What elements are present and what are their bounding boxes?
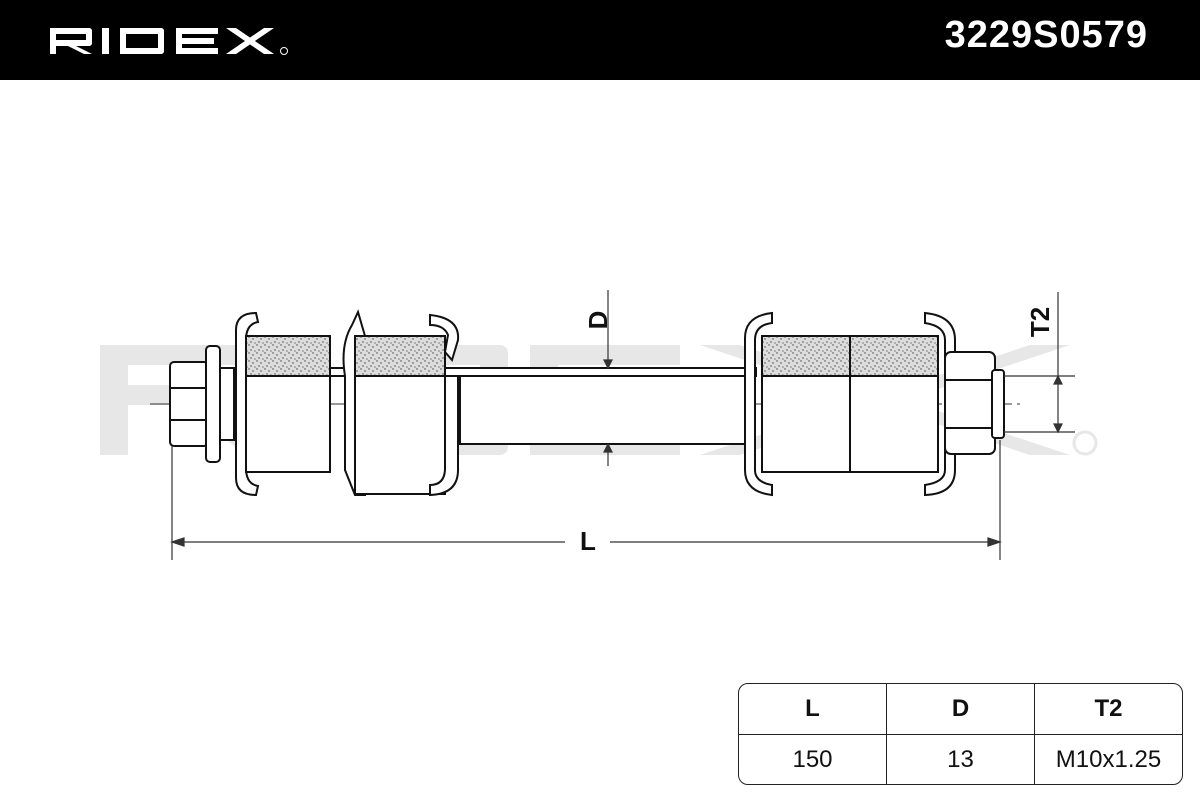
left-bushing-outer <box>235 311 331 497</box>
dimension-t2 <box>1004 292 1075 434</box>
part-number: 3229S0579 <box>944 14 1148 56</box>
header-bar: 3229S0579 <box>0 0 1200 80</box>
dimension-t2-label: T2 <box>1025 307 1055 337</box>
left-bushing-inner <box>342 309 460 497</box>
dimension-d-label: D <box>583 311 613 330</box>
spec-table: L D T2 150 13 M10x1.25 <box>738 683 1183 785</box>
ridex-logo <box>50 28 288 55</box>
dimension-l-label: L <box>580 526 596 556</box>
dimension-l <box>170 440 1002 560</box>
spec-value-d: 13 <box>887 735 1035 784</box>
spec-table-value-row: 150 13 M10x1.25 <box>739 735 1182 784</box>
spec-header-d: D <box>887 684 1035 734</box>
dimension-d <box>603 290 613 466</box>
right-bushing-inner <box>744 311 851 497</box>
right-nut <box>944 351 1005 455</box>
left-bolt-head <box>169 345 235 463</box>
spec-value-l: 150 <box>739 735 887 784</box>
spec-header-l: L <box>739 684 887 734</box>
spec-header-t2: T2 <box>1094 695 1123 722</box>
spec-table-header-row: L D T2 <box>739 684 1182 735</box>
spec-value-t2: M10x1.25 <box>1055 746 1162 773</box>
